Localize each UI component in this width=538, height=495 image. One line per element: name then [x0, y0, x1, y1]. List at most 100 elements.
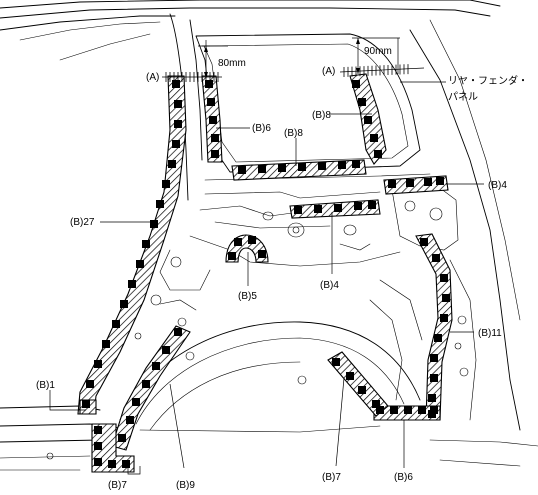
spot-weld-point [162, 180, 170, 188]
spot-weld-point [358, 98, 366, 106]
spot-weld-point [94, 458, 102, 466]
labels: (A) (A) 80mm 90mm リヤ・フェンダ・ パネル (B)6 (B)8… [36, 46, 528, 491]
spot-weld-point [207, 98, 215, 106]
spot-weld-point [428, 394, 436, 402]
spot-weld-point [318, 162, 326, 170]
spot-weld-point [168, 160, 176, 168]
spot-weld-point [354, 202, 362, 210]
label-b7-right: (B)7 [322, 472, 341, 483]
spot-weld-point [430, 374, 438, 382]
spot-weld-point [94, 360, 102, 368]
spot-weld-point [118, 434, 126, 442]
spot-weld-point [156, 200, 164, 208]
spot-weld-point [352, 80, 360, 88]
label-b6-bottom: (B)6 [394, 472, 413, 483]
label-dim-80mm: 80mm [218, 58, 246, 69]
spot-weld-point [234, 238, 242, 246]
spot-weld-point [209, 116, 217, 124]
spot-weld-point [174, 120, 182, 128]
spot-weld-point [368, 201, 376, 209]
spot-weld-point [298, 163, 306, 171]
spot-weld-point [358, 386, 366, 394]
spot-weld-point [86, 380, 94, 388]
spot-weld-point [120, 300, 128, 308]
spot-weld-point [374, 150, 382, 158]
spot-weld-point [430, 406, 438, 414]
spot-weld-point [376, 406, 384, 414]
spot-weld-point [258, 165, 266, 173]
label-b7-left: (B)7 [108, 480, 127, 491]
spot-weld-point [430, 354, 438, 362]
label-b8-right: (B)8 [312, 110, 331, 121]
spot-weld-point [390, 406, 398, 414]
label-b27: (B)27 [70, 217, 95, 228]
spot-weld-point [436, 177, 444, 185]
spot-weld-point [150, 220, 158, 228]
spot-weld-point [174, 100, 182, 108]
spot-weld-point [278, 164, 286, 172]
spot-weld-point [314, 205, 322, 213]
spot-weld-point [338, 161, 346, 169]
spot-weld-point [432, 254, 440, 262]
label-dim-90mm: 90mm [364, 46, 392, 57]
label-b4-mid: (B)4 [320, 280, 339, 291]
spot-weld-point [94, 426, 102, 434]
spot-weld-point [238, 166, 246, 174]
a-ticks [165, 64, 409, 82]
spot-weld-point [174, 328, 182, 336]
spot-weld-point [82, 400, 90, 408]
leader-lines [49, 81, 484, 475]
spot-weld-point [352, 160, 360, 168]
spot-weld-point [442, 294, 450, 302]
label-a-right: (A) [322, 66, 335, 77]
spot-weld-point [372, 400, 380, 408]
spot-weld-point [102, 340, 110, 348]
spot-weld-point [294, 206, 302, 214]
spot-weld-point [162, 346, 170, 354]
spot-weld-point [228, 252, 236, 260]
spot-weld-point [440, 314, 448, 322]
label-b6-top: (B)6 [252, 123, 271, 134]
spot-weld-point [370, 134, 378, 142]
spot-weld-point [434, 334, 442, 342]
spot-weld-point [440, 274, 448, 282]
spot-weld-point [142, 380, 150, 388]
spot-weld-point [211, 150, 219, 158]
spot-weld-point [418, 406, 426, 414]
spot-weld-point [346, 372, 354, 380]
dimension-markers [162, 37, 425, 78]
spot-weld-point [112, 320, 120, 328]
label-part-name-line2: パネル [448, 91, 478, 103]
spot-weld-point [128, 280, 136, 288]
spot-weld-point [364, 116, 372, 124]
spot-weld-point [406, 179, 414, 187]
spot-weld-point [94, 442, 102, 450]
spot-weld-point [152, 362, 160, 370]
spot-weld-point [108, 460, 116, 468]
spot-weld-point [388, 180, 396, 188]
label-b9: (B)9 [176, 480, 195, 491]
spot-weld-point [126, 416, 134, 424]
spot-weld-point [420, 238, 428, 246]
label-b1: (B)1 [36, 380, 55, 391]
spot-weld-point [136, 260, 144, 268]
spot-weld-point [332, 358, 340, 366]
spot-weld-point [132, 398, 140, 406]
label-b4-right: (B)4 [488, 180, 507, 191]
spot-weld-point [142, 240, 150, 248]
label-b5: (B)5 [238, 291, 257, 302]
spot-weld-point [122, 460, 130, 468]
spot-weld-point [334, 204, 342, 212]
label-a-left: (A) [146, 72, 159, 83]
spot-weld-point [424, 178, 432, 186]
spot-weld-point [205, 80, 213, 88]
spot-weld-points [82, 80, 450, 468]
spot-weld-point [248, 236, 256, 244]
spot-weld-point [172, 140, 180, 148]
spot-weld-point [211, 134, 219, 142]
label-part-name-line1: リヤ・フェンダ・ [448, 74, 528, 87]
spot-weld-point [258, 250, 266, 258]
spot-weld-point [404, 406, 412, 414]
